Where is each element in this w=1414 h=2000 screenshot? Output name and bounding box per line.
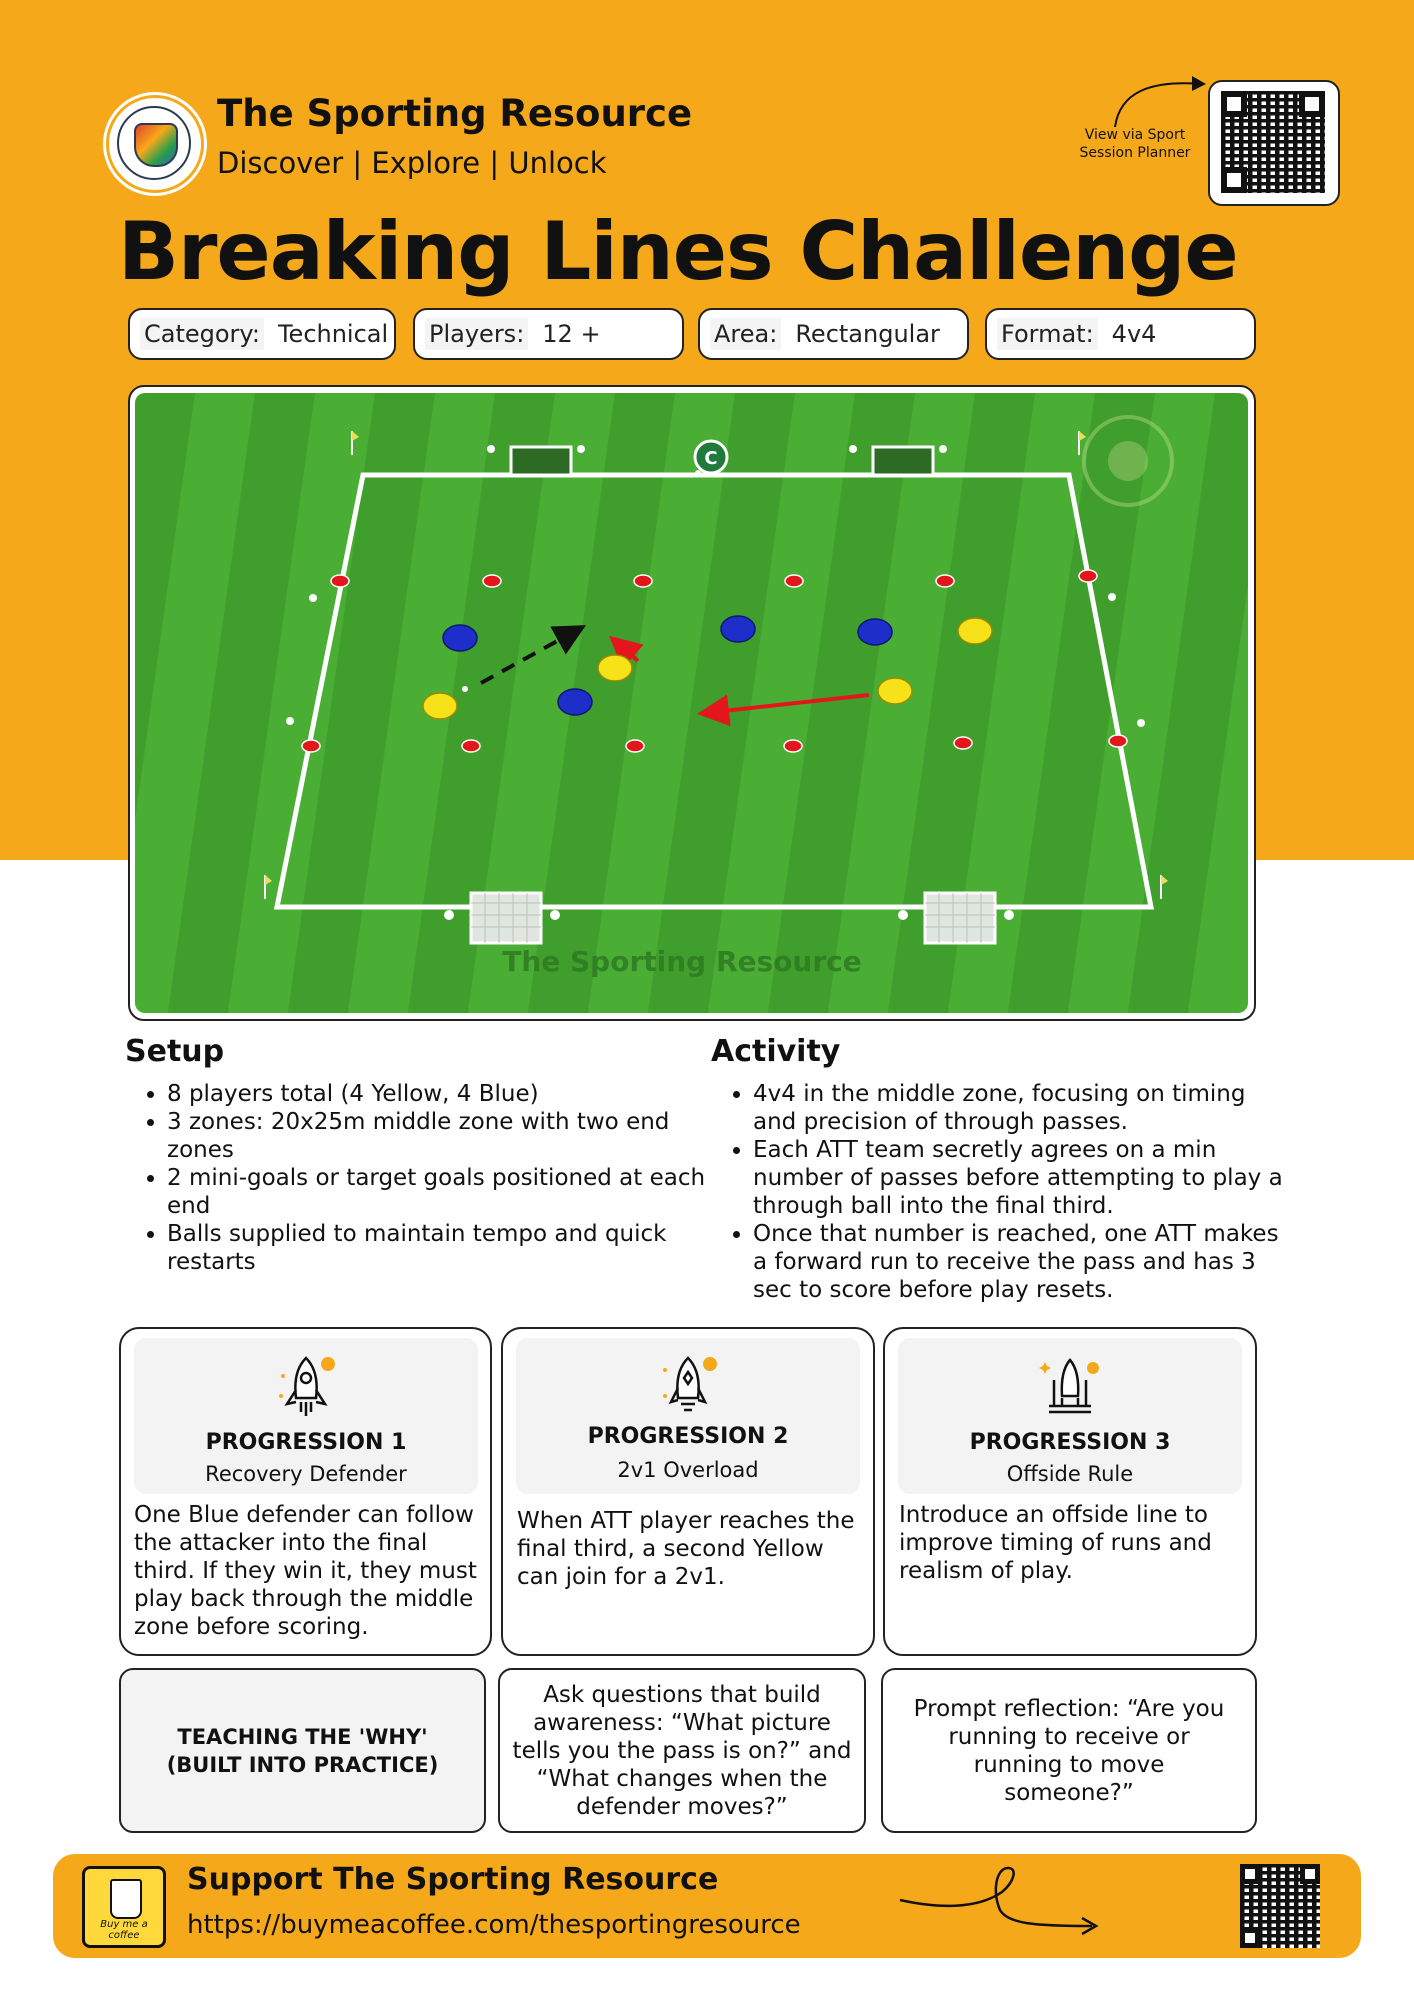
teaching-label: TEACHING THE 'WHY' (BUILT INTO PRACTICE) [119, 1668, 486, 1833]
spare-balls [286, 470, 1145, 727]
qr-marker [1240, 1928, 1260, 1948]
meta-label: Players: [425, 318, 529, 350]
teaching-question-1: Ask questions that build awareness: “Wha… [498, 1668, 866, 1833]
coach-marker: C [693, 439, 729, 475]
brand-logo [106, 95, 204, 193]
progression-header: PROGRESSION 1 Recovery Defender [134, 1338, 478, 1494]
meta-format: Format: 4v4 [985, 308, 1256, 360]
list-item: 3 zones: 20x25m middle zone with two end… [167, 1108, 727, 1164]
progression-text: When ATT player reaches the final third,… [517, 1508, 855, 1590]
yellow-players [422, 617, 993, 720]
qr-marker [1240, 1864, 1260, 1884]
run-arrow [480, 625, 587, 685]
qr-marker [1221, 91, 1247, 117]
progression-card-1: PROGRESSION 1 Recovery Defender One Blue… [119, 1327, 492, 1656]
progression-subtitle: Recovery Defender [205, 1462, 407, 1486]
support-footer [53, 1854, 1361, 1958]
brand-name: The Sporting Resource [217, 92, 693, 135]
qr-marker [1221, 167, 1247, 193]
curved-arrow-icon [1114, 76, 1206, 128]
page-title: Breaking Lines Challenge [118, 205, 1239, 298]
watermark-logo [1082, 415, 1174, 507]
blue-players [442, 615, 893, 716]
coffee-cup-icon[interactable]: Buy me a coffee [82, 1866, 166, 1948]
progression-title: PROGRESSION 2 [587, 1424, 789, 1449]
progression-header: PROGRESSION 2 2v1 Overload [516, 1338, 860, 1494]
cup-shape [110, 1879, 142, 1919]
teaching-label-text: TEACHING THE 'WHY' (BUILT INTO PRACTICE) [166, 1724, 439, 1777]
pass-arrow [608, 635, 644, 669]
pitch-diagram: C [135, 393, 1248, 1013]
squiggle-arrow-icon [899, 1866, 1099, 1936]
corner-flag [264, 875, 272, 899]
progression-title: PROGRESSION 1 [205, 1430, 407, 1455]
list-item: Balls supplied to maintain tempo and qui… [167, 1220, 727, 1276]
progression-text: Introduce an offside line to improve tim… [899, 1502, 1212, 1584]
meta-label: Category: [140, 318, 264, 350]
pitch-boundary [273, 472, 1155, 910]
meta-area: Area: Rectangular [698, 308, 969, 360]
pass-arrow [697, 693, 870, 727]
qr-marker [1300, 1864, 1320, 1884]
meta-players: Players: 12 + [413, 308, 684, 360]
meta-value: 12 + [542, 320, 601, 348]
meta-label: Area: [710, 318, 782, 350]
list-item: 4v4 in the middle zone, focusing on timi… [753, 1080, 1293, 1136]
bmc-label: Buy me a coffee [100, 1919, 148, 1941]
rocket-icon [279, 1356, 335, 1416]
teaching-question-text: Ask questions that build awareness: “Wha… [512, 1681, 852, 1820]
list-item: 8 players total (4 Yellow, 4 Blue) [167, 1080, 727, 1108]
progression-card-3: PROGRESSION 3 Offside Rule Introduce an … [883, 1327, 1257, 1656]
teaching-question-text: Prompt reflection: “Are you running to r… [913, 1695, 1225, 1806]
brand-tagline: Discover | Explore | Unlock [217, 146, 607, 180]
qr-note: View via Sport Session Planner [1079, 127, 1191, 161]
pitch-svg: C [135, 393, 1248, 1013]
meta-value: 4v4 [1111, 320, 1157, 348]
activity-list: 4v4 in the middle zone, focusing on timi… [713, 1080, 1293, 1304]
svg-text:C: C [704, 448, 717, 469]
qr-marker [1299, 91, 1325, 117]
goal-top-right [849, 445, 947, 477]
progression-subtitle: Offside Rule [1006, 1462, 1134, 1486]
corner-flag [1160, 875, 1168, 899]
diagram-watermark: The Sporting Resource [502, 945, 862, 978]
list-item: Each ATT team secretly agrees on a min n… [753, 1136, 1293, 1220]
cones-bottom-row [301, 734, 1128, 753]
corner-flag [351, 431, 359, 455]
meta-value: Technical [277, 320, 389, 348]
meta-label: Format: [997, 318, 1098, 350]
list-item: 2 mini-goals or target goals positioned … [167, 1164, 727, 1220]
meta-value: Rectangular [795, 320, 940, 348]
rocket-icon [663, 1356, 717, 1412]
goal-bottom-right [898, 891, 1014, 945]
launch-icon [1039, 1358, 1099, 1414]
setup-list: 8 players total (4 Yellow, 4 Blue) 3 zon… [127, 1080, 727, 1276]
corner-flag [1078, 431, 1086, 455]
setup-title: Setup [125, 1034, 225, 1069]
list-item: Once that number is reached, one ATT mak… [753, 1220, 1293, 1304]
progression-card-2: PROGRESSION 2 2v1 Overload When ATT play… [501, 1327, 875, 1656]
goal-bottom-left [444, 891, 560, 945]
teaching-question-2: Prompt reflection: “Are you running to r… [881, 1668, 1257, 1833]
logo-ring [117, 106, 191, 180]
cones-top-row [330, 569, 1098, 588]
activity-title: Activity [711, 1034, 841, 1069]
pitch-grass [135, 393, 1248, 1013]
progression-text: One Blue defender can follow the attacke… [134, 1502, 477, 1640]
footer-link[interactable]: https://buymeacoffee.com/thesportingreso… [187, 1910, 801, 1940]
progression-subtitle: 2v1 Overload [617, 1458, 759, 1482]
progression-header: PROGRESSION 3 Offside Rule [898, 1338, 1242, 1494]
meta-category: Category: Technical [128, 308, 396, 360]
qr-code[interactable] [1208, 80, 1340, 206]
logo-crest [134, 123, 178, 167]
footer-title: Support The Sporting Resource [187, 1862, 719, 1897]
goal-top-left [487, 445, 585, 477]
progression-title: PROGRESSION 3 [969, 1430, 1171, 1455]
